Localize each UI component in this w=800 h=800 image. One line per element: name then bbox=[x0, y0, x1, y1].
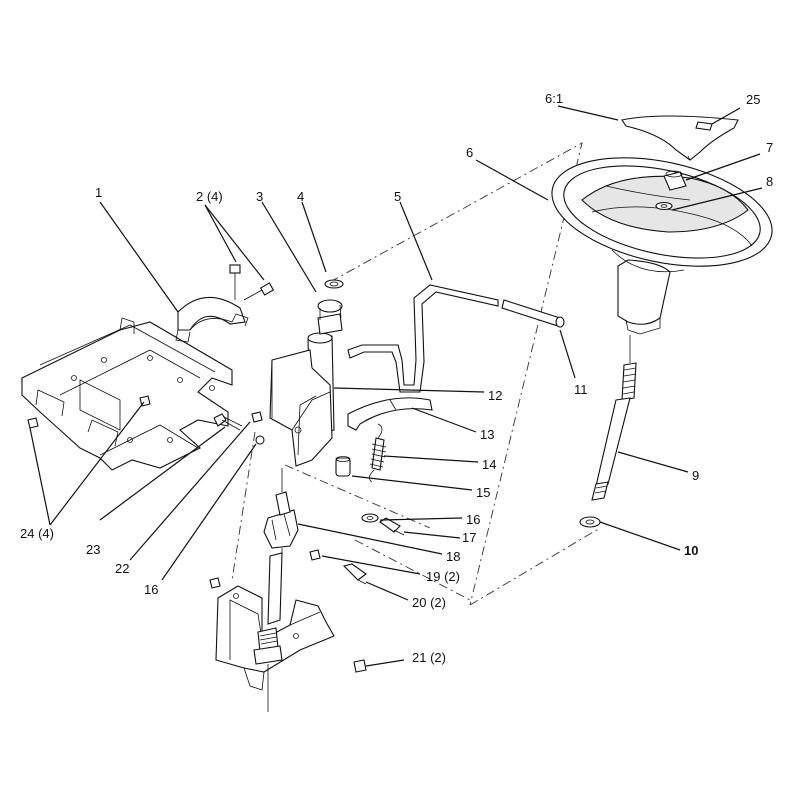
callout-20: 20 (2) bbox=[412, 595, 446, 610]
callout-17: 17 bbox=[462, 530, 476, 545]
hub-cap bbox=[621, 115, 739, 161]
callout-3: 3 bbox=[256, 189, 263, 204]
callout-10: 10 bbox=[684, 543, 698, 558]
steering-wheel bbox=[551, 157, 773, 335]
callout-25: 25 bbox=[746, 92, 760, 107]
frame-plate bbox=[21, 317, 233, 471]
callout-4: 4 bbox=[297, 189, 304, 204]
callout-11: 11 bbox=[574, 382, 588, 397]
callout-24: 24 (4) bbox=[20, 526, 54, 541]
callout-18: 18 bbox=[446, 549, 460, 564]
steering-shaft bbox=[579, 335, 637, 528]
callout-2: 2 (4) bbox=[196, 189, 223, 204]
universal-joint bbox=[263, 468, 299, 625]
hardware-left bbox=[27, 395, 265, 445]
callout-9: 9 bbox=[692, 468, 699, 483]
callout-8: 8 bbox=[766, 174, 773, 189]
clamp-bracket bbox=[175, 296, 249, 343]
leader-lines bbox=[29, 105, 763, 667]
callout-7: 7 bbox=[766, 140, 773, 155]
callout-19: 19 (2) bbox=[426, 569, 460, 584]
callout-labels: 1 2 (4) 3 4 5 6 6:1 25 7 8 9 10 11 12 13… bbox=[20, 91, 773, 665]
washer-bolt-right bbox=[309, 513, 405, 585]
linkage-rod bbox=[347, 284, 565, 393]
callout-6: 6 bbox=[466, 145, 473, 160]
bolt-icon bbox=[229, 264, 275, 301]
steering-column bbox=[269, 279, 344, 467]
callout-16-right: 16 bbox=[466, 512, 480, 527]
lower-mount-bracket bbox=[209, 577, 367, 712]
callout-1: 1 bbox=[95, 185, 102, 200]
callout-14: 14 bbox=[482, 457, 496, 472]
callout-22: 22 bbox=[115, 561, 129, 576]
callout-23: 23 bbox=[86, 542, 100, 557]
callout-16-left: 16 bbox=[144, 582, 158, 597]
callout-5: 5 bbox=[394, 189, 401, 204]
callout-15: 15 bbox=[476, 485, 490, 500]
lever-spring-group bbox=[335, 397, 433, 483]
callout-13: 13 bbox=[480, 427, 494, 442]
callout-21: 21 (2) bbox=[412, 650, 446, 665]
callout-12: 12 bbox=[488, 388, 502, 403]
callout-6-1: 6:1 bbox=[545, 91, 563, 106]
